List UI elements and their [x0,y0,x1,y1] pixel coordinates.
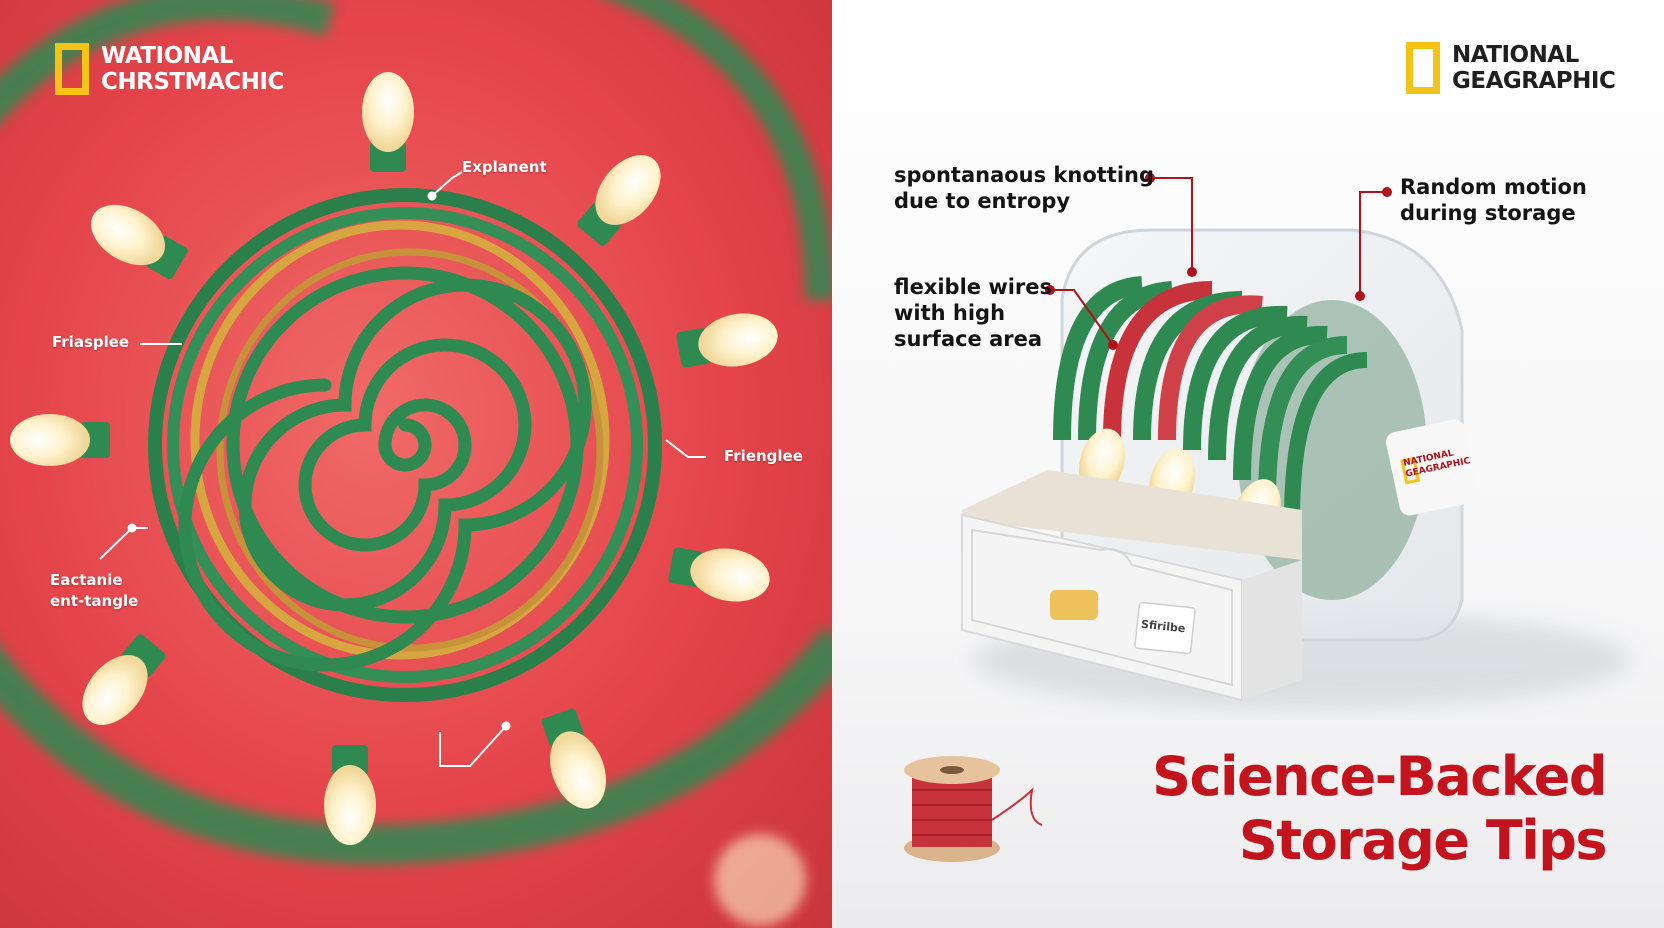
leader-lines [99,171,706,767]
left-logo-line2: CHRSTMACHIC [101,69,284,95]
label-bottom-left: Eactanie ent-tangle [50,571,139,610]
tangled-lights-illustration [0,0,832,926]
cable-coil [148,188,662,702]
drawer-handle [1050,590,1098,620]
right-logo: NATIONAL GEAGRAPHIC [1406,42,1616,94]
drawer [961,470,1302,702]
right-logo-line1: NATIONAL [1452,42,1579,68]
callout-motion: Random motion during storage [1400,175,1587,225]
headline-line1: Science-Backed [1152,745,1607,808]
headline-line2: Storage Tips [1238,809,1608,872]
left-panel: WATIONAL CHRSTMACHIC Explanent Friasplee… [0,0,832,928]
left-logo-line1: WATIONAL [101,43,233,69]
yellow-rectangle-icon [1406,42,1440,94]
headline: Science-Backed Storage Tips [1152,745,1608,873]
yellow-rectangle-icon [55,43,89,95]
reel-label [1386,419,1479,516]
thread-spool-icon [904,756,1043,862]
left-logo: WATIONAL CHRSTMACHIC [55,43,284,95]
light-bulbs [10,72,778,845]
blurred-cable-arcs [0,0,832,926]
right-logo-line2: GEAGRAPHIC [1452,68,1616,94]
right-panel: NATIONAL GEAGRAPHIC spontanaous knotting… [832,0,1664,928]
callout-leaders [1045,173,1392,350]
storage-box-illustration [904,173,1632,862]
label-right: Frienglee [724,447,803,465]
callout-knotting: spontanaous knotting due to entropy [894,163,1155,213]
label-left: Friasplee [52,333,130,351]
label-top: Explanent [462,158,547,176]
callout-wires: flexible wires with high surface area [894,275,1053,351]
